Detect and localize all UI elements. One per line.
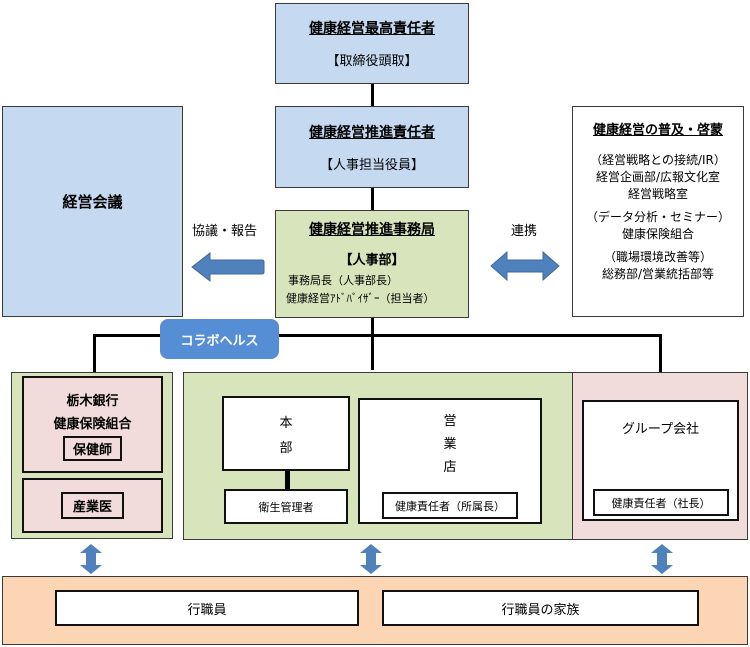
branches-char-2: 業: [443, 437, 457, 452]
staff-label: 行職員: [187, 602, 227, 618]
top-officer-box: 健康経営最高責任者 【取締役頭取】: [275, 3, 469, 84]
group-president-box: 健康責任者（社長）: [593, 489, 729, 516]
branch-manager-label: 健康責任者（所属長）: [395, 499, 505, 513]
double-arrow-icon: [490, 250, 560, 282]
family-box: 行職員の家族: [382, 590, 699, 626]
dissemination-group-3: （職場環境改善等） 総務部/営業統括部等: [573, 249, 743, 283]
secretariat-title: 健康経営推進事務局: [309, 222, 435, 238]
connector-secretariat-to-bus: [371, 318, 374, 370]
secretariat-line2: 健康経営ｱﾄﾞﾊﾞｲｻﾞｰ（担当者）: [286, 292, 435, 305]
insurance-line1: 栃木銀行: [66, 394, 119, 409]
branches-char-3: 店: [443, 460, 457, 475]
connector-top-to-promotion: [371, 84, 374, 106]
dissemination-group-2-line-1: 健康保険組合: [621, 227, 694, 241]
management-meeting-title: 経営会議: [62, 193, 123, 211]
dissemination-group-2: （データ分析・セミナー） 健康保険組合: [573, 209, 743, 243]
collab-health-badge: コラボヘルス: [160, 319, 279, 359]
right-arrow-label: 連携: [511, 224, 538, 239]
headquarters-box: 本 部: [222, 396, 350, 471]
doctor-outer-box: 産業医: [22, 478, 163, 533]
left-arrow-icon: [191, 251, 265, 283]
secretariat-dept: 【人事部】: [339, 253, 405, 268]
dissemination-box: 健康経営の普及・啓蒙 （経営戦略との接続/IR） 経営企画部/広報文化室 経営戦…: [572, 106, 744, 317]
promotion-officer-title: 健康経営推進責任者: [309, 124, 435, 141]
dissemination-group-3-line-1: 総務部/営業統括部等: [601, 267, 715, 281]
group-companies-title: グループ会社: [621, 422, 700, 437]
vertical-double-arrow-icon-center: [360, 544, 382, 574]
collab-health-label: コラボヘルス: [180, 333, 259, 349]
family-label: 行職員の家族: [501, 602, 580, 618]
staff-box: 行職員: [55, 590, 359, 626]
headquarters-char-1: 本: [279, 415, 293, 431]
dissemination-group-1-line-1: 経営企画部/広報文化室: [595, 170, 721, 184]
dissemination-title: 健康経営の普及・啓蒙: [592, 123, 723, 138]
left-arrow-label: 協議・報告: [192, 224, 258, 239]
dissemination-group-1: （経営戦略との接続/IR） 経営企画部/広報文化室 経営戦略室: [573, 152, 743, 203]
management-meeting-box: 経営会議: [2, 106, 183, 317]
secretariat-line1: 事務局長（人事部長）: [288, 274, 398, 287]
connector-promotion-to-secretariat: [371, 188, 374, 210]
promotion-officer-box: 健康経営推進責任者 【人事担当役員】: [275, 106, 469, 188]
dissemination-group-2-heading: （データ分析・セミナー）: [585, 210, 730, 224]
connector-bus-right-drop: [659, 334, 662, 372]
insurance-union-box: 栃木銀行 健康保険組合 保健師: [22, 376, 163, 473]
dissemination-group-1-heading: （経営戦略との接続/IR）: [590, 153, 726, 167]
hygiene-manager-label: 衛生管理者: [258, 500, 314, 514]
dissemination-group-3-heading: （職場環境改善等）: [603, 250, 712, 264]
top-officer-title: 健康経営最高責任者: [309, 21, 435, 37]
vertical-double-arrow-icon-right: [651, 544, 673, 574]
doctor-box: 産業医: [60, 492, 124, 519]
connector-hq-to-hygiene: [285, 471, 290, 489]
dissemination-group-1-line-2: 経営戦略室: [627, 187, 688, 201]
promotion-officer-role: 【人事担当役員】: [319, 157, 424, 173]
connector-bus-horizontal: [93, 334, 662, 337]
group-president-label: 健康責任者（社長）: [611, 496, 711, 510]
headquarters-char-2: 部: [279, 440, 293, 456]
connector-bus-left-drop: [93, 334, 96, 372]
secretariat-box: 健康経営推進事務局 【人事部】 事務局長（人事部長） 健康経営ｱﾄﾞﾊﾞｲｻﾞｰ…: [275, 210, 469, 318]
vertical-double-arrow-icon-left: [80, 544, 102, 574]
branch-manager-box: 健康責任者（所属長）: [382, 492, 518, 519]
nurse-box: 保健師: [62, 436, 122, 461]
insurance-line2: 健康保険組合: [53, 417, 132, 432]
hygiene-manager-box: 衛生管理者: [224, 489, 348, 524]
branches-char-1: 営: [443, 414, 457, 429]
top-officer-role: 【取締役頭取】: [326, 54, 418, 69]
